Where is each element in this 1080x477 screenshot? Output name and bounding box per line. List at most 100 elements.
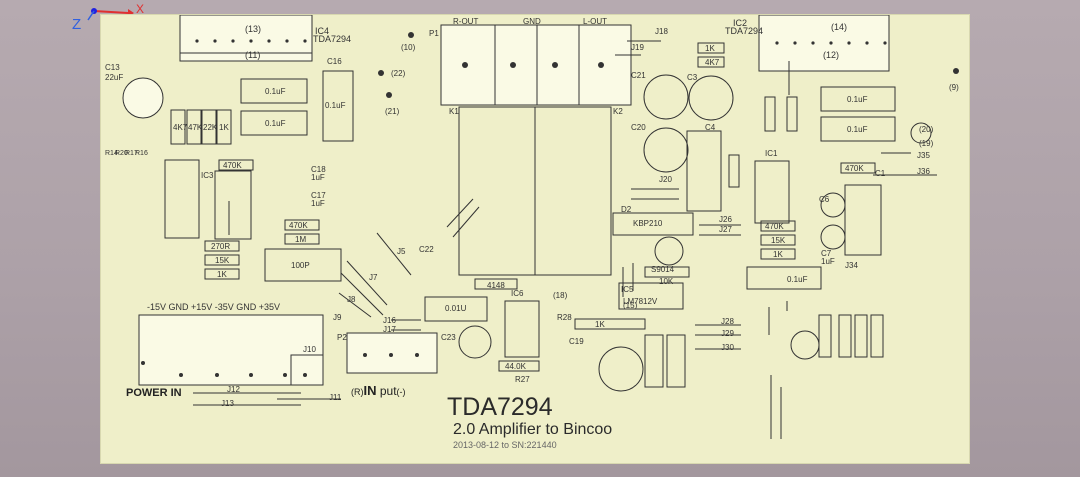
input-prefix: (R) [351,387,364,397]
input-main: IN [363,383,377,398]
axis-arrows [87,8,134,21]
x-axis-label: X [136,2,145,16]
pin-19-label: (19) [919,139,934,148]
c2-value: 0.1uF [847,125,868,134]
c11-value: 0.1uF [265,119,286,128]
c4-ref: C4 [705,123,716,132]
pin-12-label: (12) [823,50,840,60]
c6-ref: C6 [819,195,830,204]
ic2-ref: IC2 [733,18,748,28]
c22-ref: C22 [419,245,434,254]
board-date-line: 2013-08-12 to SN:221440 [453,440,557,450]
pin-20-label: (20) [919,125,934,134]
r20-ref: R20 [115,150,128,157]
ic3-ref: IC3 [201,171,214,180]
r6-value: 15K [771,236,786,245]
c17-ref: C17 [311,191,326,200]
c3-ref: C3 [687,73,698,82]
pin-13-label: (13) [245,24,262,34]
r19-value: 1K [217,270,227,279]
c7-ref: C7 [821,249,832,258]
power-in-label: POWER IN [126,387,182,399]
r10-value: 470K [765,222,784,231]
c18-value: 1uF [311,173,325,182]
c24-value: 0.01U [445,304,467,313]
r16-ref: R16 [135,150,148,157]
j11-label: J11 [329,393,342,402]
board-title: TDA7294 [447,393,553,421]
pcb-board[interactable]: IC4 TDA7294 (13) (11) C13 22uF 4K7 47K 2… [100,14,970,464]
c23-ref: C23 [441,333,456,342]
ic4-ref: IC4 [315,26,330,36]
output-label-gnd: GND [523,17,541,26]
output-label-l: L-OUT [583,17,607,26]
c8-value: 0.1uF [847,95,868,104]
pin-11-label: (11) [245,50,261,60]
ic6-ref: IC6 [511,289,524,298]
r28-ref: R28 [557,313,572,322]
z-axis-label: Z [72,16,82,33]
j35-label: J35 [917,151,930,160]
c17-value: 1uF [311,199,325,208]
c14-value: 100P [291,261,310,270]
board-subtitle: 2.0 Amplifier to Bincoo [453,421,613,438]
r14-ref: R14 [105,150,118,157]
pin-18-label: (18) [553,291,568,300]
k2-ref: K2 [613,107,623,116]
r7-value: 1K [705,44,715,53]
d2-value: KBP210 [633,219,663,228]
j8-label: J8 [347,295,356,304]
c16-ref: C16 [327,57,342,66]
j5-label: J5 [397,247,406,256]
j28-label: J28 [721,317,734,326]
c1-ref: C1 [875,169,886,178]
pin-14-label: (14) [831,22,848,32]
p2-ref: P2 [337,333,347,342]
j29-label: J29 [721,329,734,338]
r16-value: 1K [219,123,229,132]
c9-value: 0.1uF [787,275,808,284]
c18-ref: C18 [311,165,326,174]
c13-value: 22uF [105,73,124,82]
ic1-ref: IC1 [765,149,778,158]
r17-ref: R17 [125,150,138,157]
input-word: put [379,384,397,398]
axis-gizmo: Z X [0,0,160,40]
j26-label: J26 [719,215,732,224]
d3-value: 4148 [487,281,505,290]
c13-ref: C13 [105,63,120,72]
pin-21-label: (21) [385,107,400,116]
input-label: (R)IN put(-) [351,383,406,398]
ic4-part: TDA7294 [313,34,352,44]
r17-value: 22K [203,123,218,132]
output-label-r: R-OUT [453,17,479,26]
r15-value: 270R [211,242,231,251]
j18-label: J18 [655,27,668,36]
j16-label: J16 [383,316,396,325]
r18-value: 1M [295,235,307,244]
ic5-ref: IC5 [621,285,634,294]
j19-label: J19 [631,43,644,52]
r27-value: 44.0K [505,362,526,371]
input-suffix: (-) [396,387,406,397]
pin-22-label: (22) [391,69,406,78]
r22-value: 15K [215,256,230,265]
j20-label: J20 [659,175,672,184]
j7-label: J7 [369,273,378,282]
r1-value: 4K7 [705,58,720,67]
j36-label: J36 [917,167,930,176]
c12-value: 0.1uF [265,87,286,96]
k1-ref: K1 [449,107,459,116]
pin-15-label: (15) [623,301,638,310]
c21-ref: C21 [631,71,646,80]
ic5-part: LM7812V [623,297,658,306]
r20-value: 47K [188,123,203,132]
pin-9-label: (9) [949,83,959,92]
j9-label: J9 [333,313,342,322]
ic2-part: TDA7294 [725,26,764,36]
power-header-labels: -15V GND +15V -35V GND +35V [147,302,281,312]
j17-label: J17 [383,325,396,334]
r26-value: 10K [659,277,674,286]
c19-ref: C19 [569,337,584,346]
j10-label: J10 [303,345,316,354]
